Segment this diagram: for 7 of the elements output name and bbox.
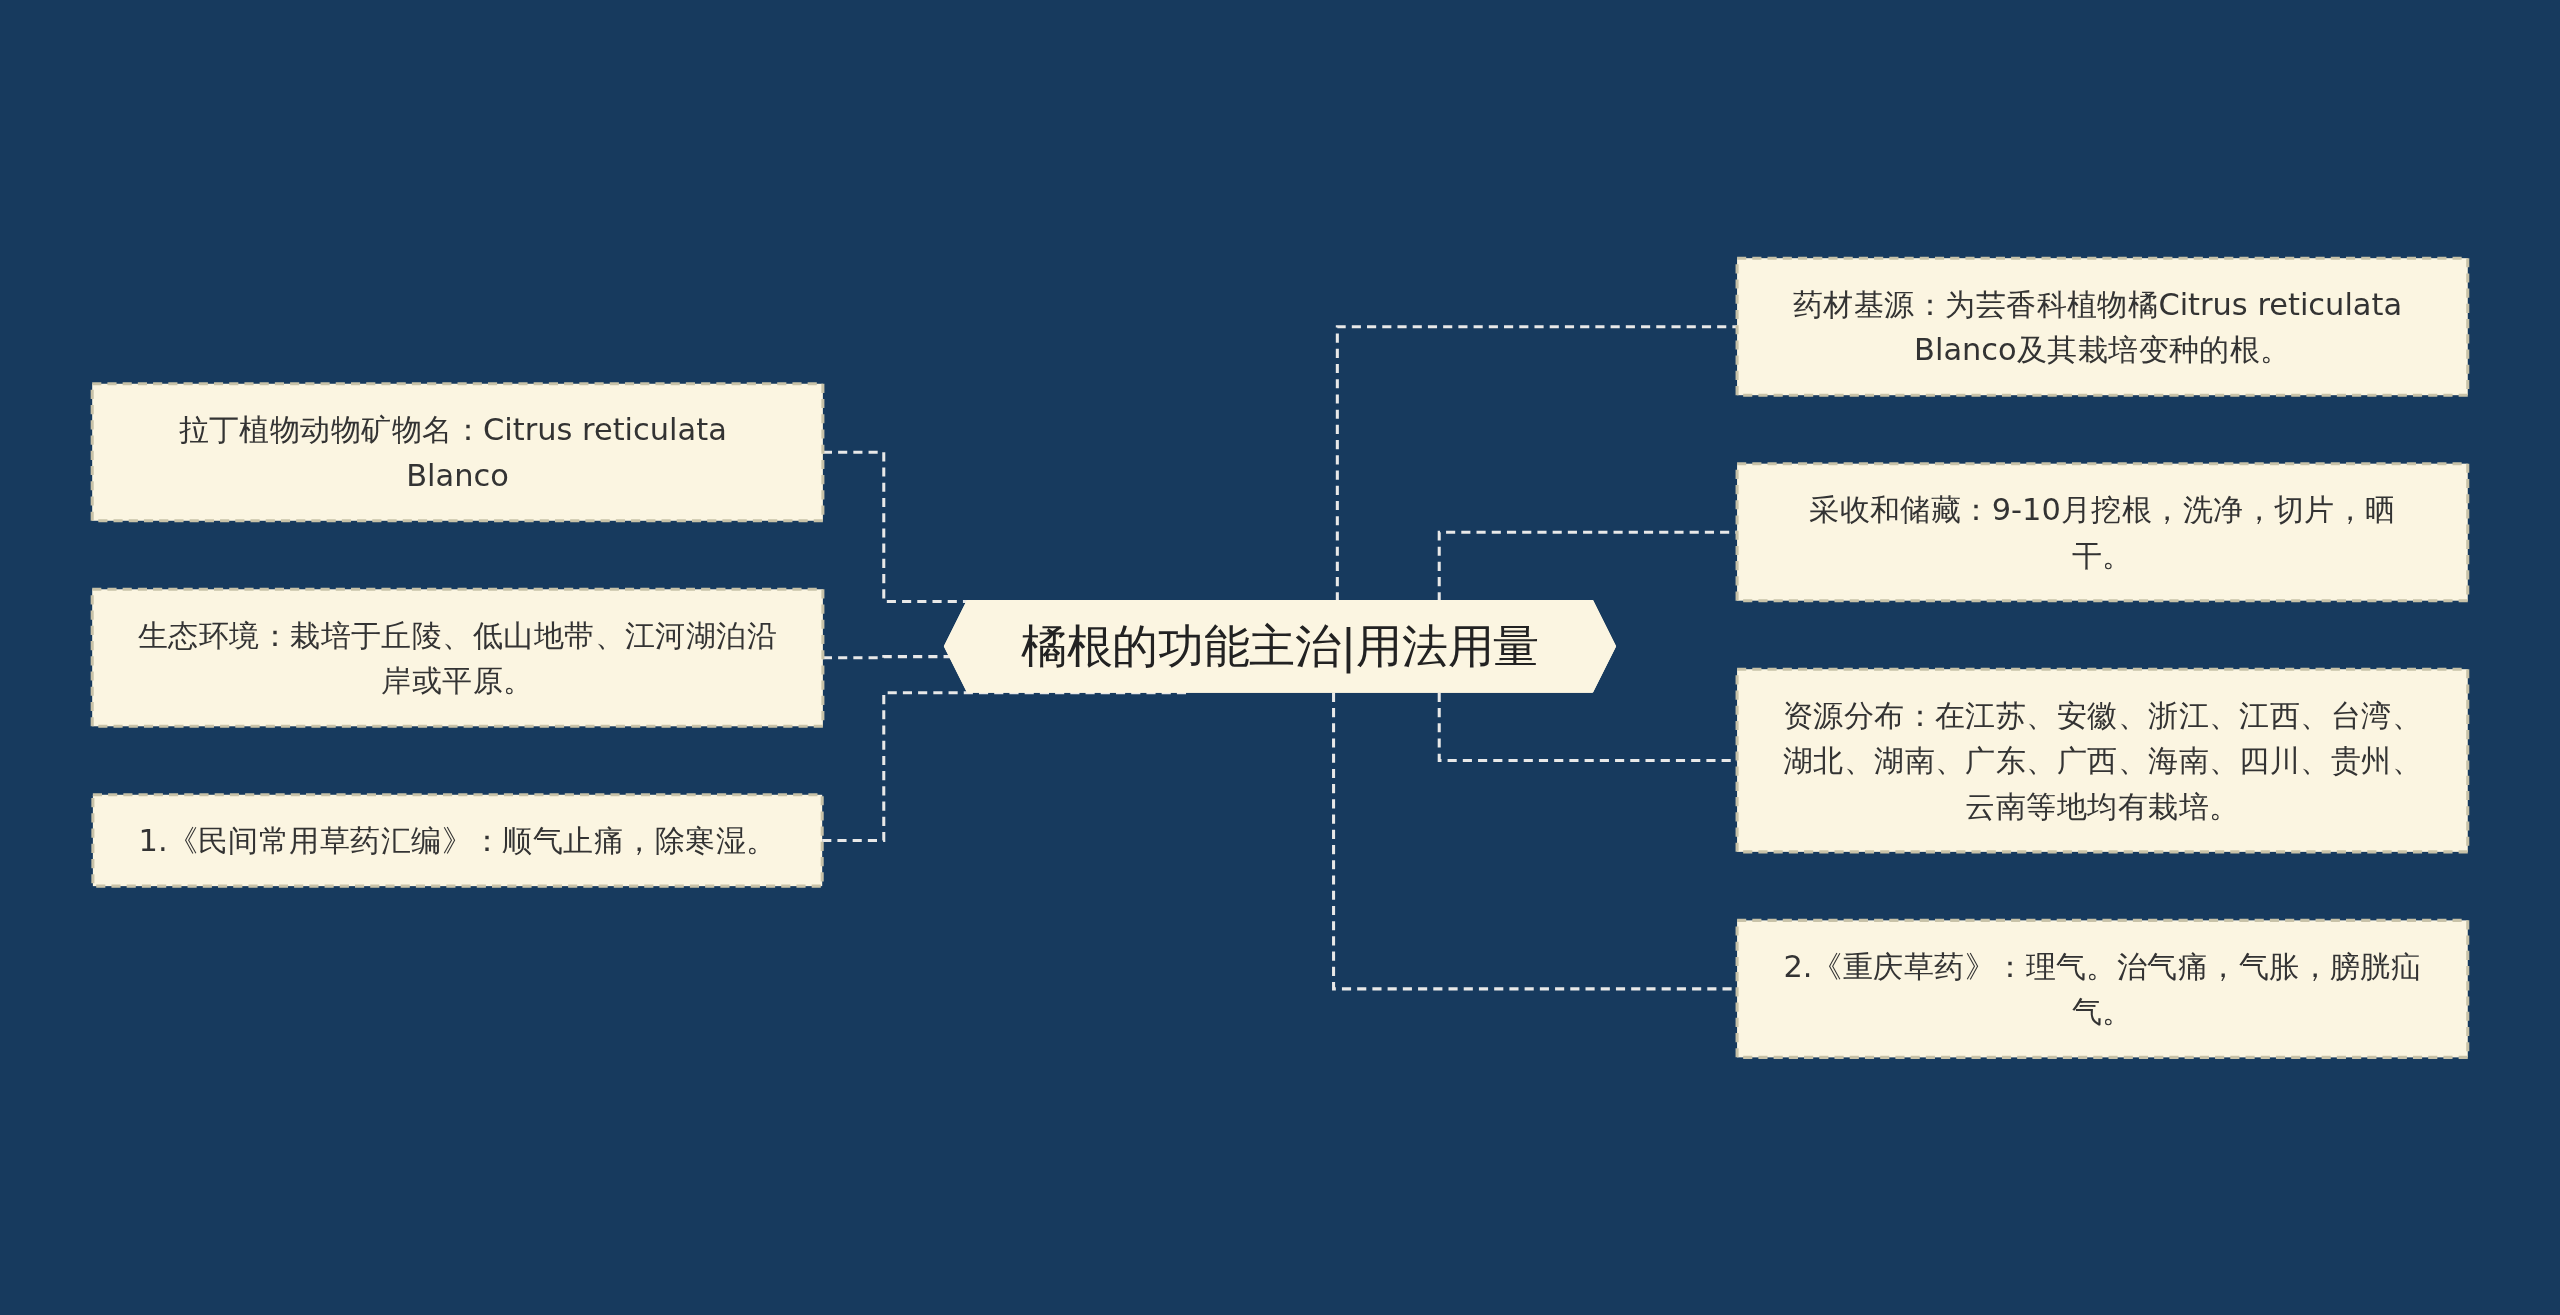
node-box: 2.《重庆草药》：理气。治气痛，气胀，膀胱疝气。 — [1735, 918, 2470, 1059]
node-box: 采收和储藏：9-10月挖根，洗净，切片，晒干。 — [1735, 461, 2470, 602]
node-box: 药材基源：为芸香科植物橘Citrus reticulata Blanco及其栽培变种的根。 — [1735, 256, 2470, 397]
node-box: 拉丁植物动物矿物名：Citrus reticulata Blanco — [90, 381, 825, 522]
node-box: 资源分布：在江苏、安徽、浙江、江西、台湾、湖北、湖南、广东、广西、海南、四川、贵州、云南等地均有栽培。 — [1735, 667, 2470, 854]
node-box: 生态环境：栽培于丘陵、低山地带、江河湖泊沿岸或平原。 — [90, 587, 825, 728]
node-box: 1.《民间常用草药汇编》：顺气止痛，除寒湿。 — [91, 793, 824, 888]
